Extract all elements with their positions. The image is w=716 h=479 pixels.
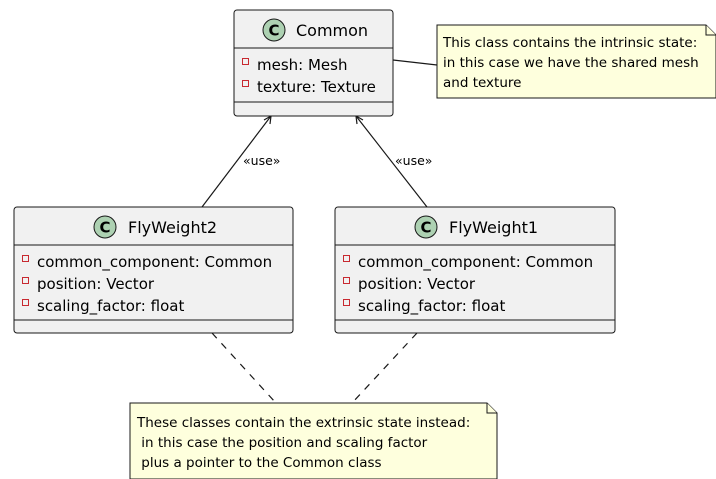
class-common[interactable]: C Common mesh: Mesh texture: Texture <box>233 9 394 117</box>
private-attr-icon <box>22 255 29 262</box>
note-connector-extrinsic-left <box>211 332 276 403</box>
class-type-icon <box>93 215 117 239</box>
note-line: These classes contain the extrinsic stat… <box>136 415 470 431</box>
use-label-right: «use» <box>395 153 432 168</box>
note-line: and texture <box>443 75 521 91</box>
class-type-icon <box>262 18 286 42</box>
note-connector-extrinsic-right <box>352 332 418 403</box>
note-connector-intrinsic <box>392 59 438 66</box>
note-shape <box>436 24 716 99</box>
note-intrinsic: This class contains the intrinsic state:… <box>436 24 716 99</box>
private-attr-icon <box>22 277 29 284</box>
class-box <box>13 206 294 334</box>
attribute-position: position: Vector <box>358 275 476 293</box>
attribute-scaling-factor: scaling_factor: float <box>358 297 505 316</box>
private-attr-icon <box>343 277 350 284</box>
class-box <box>334 206 616 334</box>
private-attr-icon <box>22 299 29 306</box>
note-fold <box>486 403 497 414</box>
attribute-scaling-factor: scaling_factor: float <box>37 297 184 316</box>
use-relation-left <box>201 115 272 208</box>
connectors <box>201 59 438 403</box>
attribute-position: position: Vector <box>37 275 155 293</box>
class-name: FlyWeight1 <box>449 218 538 237</box>
note-line: in this case we have the shared mesh <box>443 55 699 71</box>
private-attr-icon <box>343 299 350 306</box>
class-flyweight2[interactable]: C FlyWeight2 common_component: Common po… <box>13 206 294 334</box>
note-shape <box>129 402 498 479</box>
class-flyweight1[interactable]: C FlyWeight1 common_component: Common po… <box>334 206 616 334</box>
use-label-left: «use» <box>243 153 280 168</box>
private-attr-icon <box>242 80 249 87</box>
note-extrinsic: These classes contain the extrinsic stat… <box>129 402 498 479</box>
class-type-letter: C <box>420 219 431 237</box>
note-line: in this case the position and scaling fa… <box>137 435 428 451</box>
attribute-common-component: common_component: Common <box>37 253 272 272</box>
attribute-texture: texture: Texture <box>257 78 376 96</box>
use-relation-right <box>355 115 428 208</box>
note-line: plus a pointer to the Common class <box>137 455 382 471</box>
private-attr-icon <box>343 255 350 262</box>
class-type-letter: C <box>99 219 110 237</box>
attribute-mesh: mesh: Mesh <box>257 56 347 74</box>
class-name: Common <box>296 21 368 40</box>
note-line: This class contains the intrinsic state: <box>442 35 697 51</box>
attribute-common-component: common_component: Common <box>358 253 593 272</box>
private-attr-icon <box>242 58 249 65</box>
note-fold <box>705 25 716 36</box>
class-type-letter: C <box>268 22 279 40</box>
class-type-icon <box>414 215 438 239</box>
class-name: FlyWeight2 <box>128 218 217 237</box>
